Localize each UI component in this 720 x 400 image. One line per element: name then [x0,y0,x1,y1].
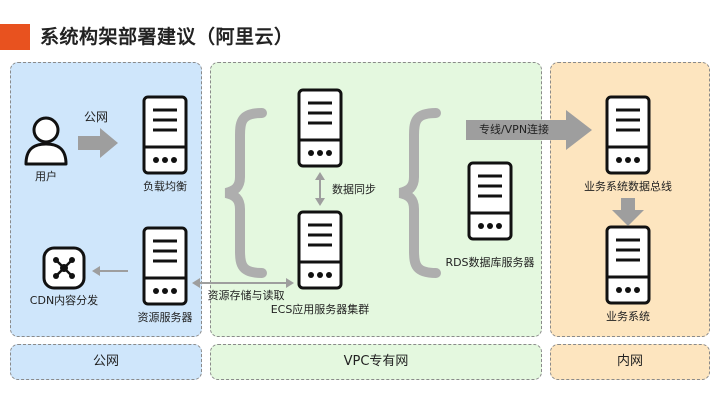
diagram-title: 系统构架部署建议（阿里云） [40,26,294,48]
internet-link-label: 公网 [83,110,109,124]
storage-rw-label: 资源存储与读取 [207,289,285,302]
intranet-zone-label: 内网 [550,344,710,380]
public-zone-label: 公网 [10,344,202,380]
storage-rw-arrow [192,278,294,288]
data-sync-label: 数据同步 [332,183,376,196]
data-sync-arrow [315,172,325,206]
load-balancer-server-icon [142,95,188,175]
ecs-server-bottom-icon [297,210,343,290]
right-brace [400,113,436,273]
vpn-arrow [466,110,592,150]
bus-to-system-arrow [612,198,644,226]
ecs-cluster-label: ECS应用服务器集群 [270,303,370,316]
internet-arrow [78,128,118,158]
cdn-label: CDN内容分发 [29,294,99,307]
title-accent-bar [0,24,30,50]
user-label: 用户 [35,170,57,183]
rds-server-icon [467,161,513,241]
resource-server-label: 资源服务器 [137,311,193,324]
business-bus-server-icon [605,95,651,175]
user-icon [24,116,68,166]
ecs-server-top-icon [297,88,343,168]
business-system-server-icon [605,225,651,305]
left-brace [226,113,262,273]
business-system-label: 业务系统 [606,310,650,323]
vpn-link-label: 专线/VPN连接 [478,123,550,136]
load-balancer-label: 负载均衡 [143,180,187,193]
business-bus-label: 业务系统数据总线 [584,180,672,193]
vpc-zone-label: VPC专有网 [210,344,542,380]
resource-to-cdn-arrow [92,266,128,276]
rds-label: RDS数据库服务器 [445,256,535,269]
resource-server-icon [142,226,188,306]
cdn-icon [42,246,86,290]
